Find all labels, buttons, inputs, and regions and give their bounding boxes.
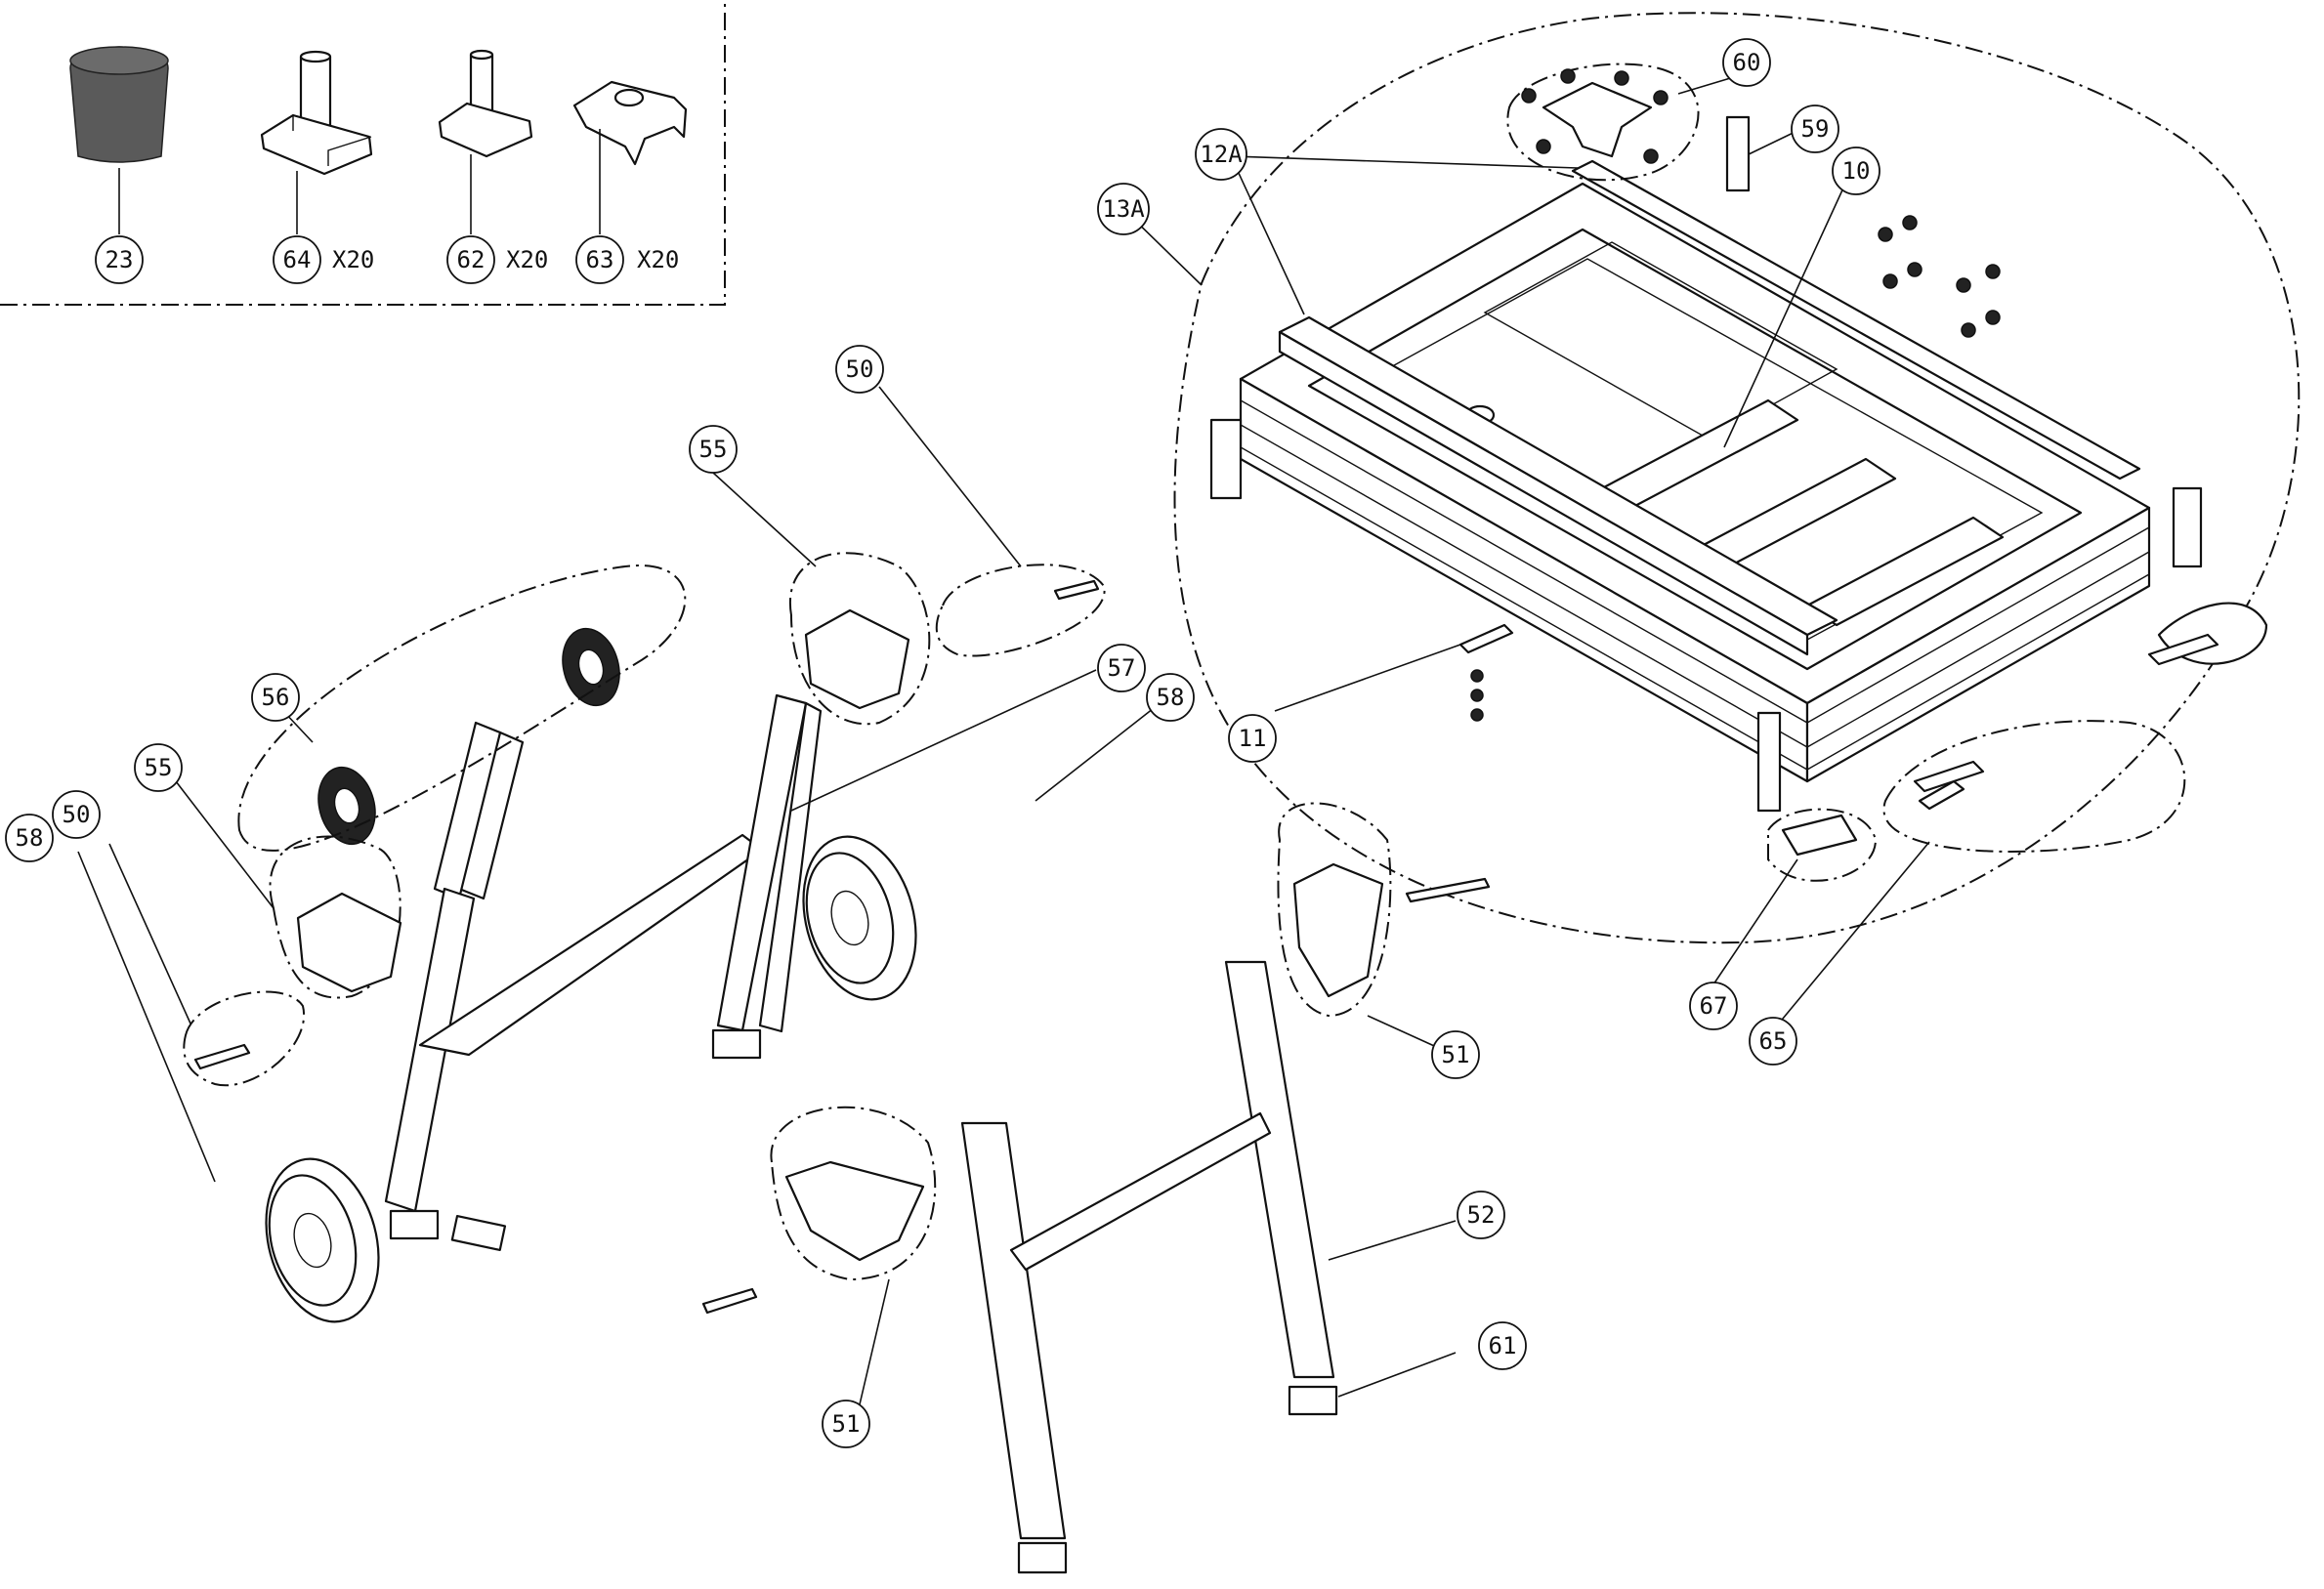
tray-frame bbox=[1209, 115, 2203, 813]
bracket-part-51-lower bbox=[770, 1106, 937, 1281]
callout-56-label: 56 bbox=[262, 684, 290, 711]
callout-51-lower: 51 bbox=[822, 1400, 870, 1448]
callout-55-lower-label: 55 bbox=[145, 754, 173, 781]
leader-lines bbox=[77, 75, 1930, 1405]
callout-65: 65 bbox=[1749, 1017, 1797, 1066]
callout-12A-label: 12A bbox=[1200, 141, 1243, 168]
callout-63: 63 X20 bbox=[575, 235, 679, 284]
callout-52-label: 52 bbox=[1467, 1201, 1496, 1229]
callout-10-label: 10 bbox=[1842, 157, 1871, 185]
callout-10: 10 bbox=[1832, 146, 1880, 195]
callout-51-lower-label: 51 bbox=[832, 1410, 861, 1438]
wheel-part-58-left bbox=[265, 1157, 380, 1323]
callout-67-label: 67 bbox=[1700, 992, 1728, 1020]
callout-60-label: 60 bbox=[1733, 49, 1761, 76]
callout-63-qty: X20 bbox=[637, 246, 679, 273]
lever-part-50-left bbox=[183, 990, 306, 1087]
bracket-part-51-upper bbox=[1277, 802, 1392, 1018]
callout-58-lower: 58 bbox=[5, 814, 54, 862]
hardware-inset-box bbox=[0, 0, 726, 306]
callout-58-upper-label: 58 bbox=[1157, 684, 1185, 711]
callout-50-upper-label: 50 bbox=[846, 355, 874, 383]
callout-55-upper: 55 bbox=[689, 425, 738, 474]
clip-nut-part-63 bbox=[572, 80, 688, 166]
callout-59-label: 59 bbox=[1801, 115, 1830, 143]
bracket-part-55-right bbox=[788, 552, 931, 726]
foot-block-part-67 bbox=[1767, 808, 1878, 882]
callout-11: 11 bbox=[1228, 714, 1277, 763]
callout-59: 59 bbox=[1791, 105, 1839, 153]
fitting-part-11 bbox=[1458, 623, 1514, 722]
callout-61-label: 61 bbox=[1489, 1332, 1517, 1359]
callout-65-label: 65 bbox=[1759, 1027, 1788, 1055]
t-slot-bolt-part-64 bbox=[260, 50, 373, 176]
screws-cluster bbox=[1878, 215, 2001, 338]
tray-assembly-group bbox=[1173, 12, 2301, 944]
callout-55-lower: 55 bbox=[134, 743, 183, 792]
callout-60: 60 bbox=[1722, 38, 1771, 87]
wheel-part-58-right bbox=[802, 835, 917, 1001]
callout-62-label: 62 bbox=[457, 246, 486, 273]
callout-12A: 12A bbox=[1195, 128, 1247, 181]
callout-64: 64 X20 bbox=[273, 235, 374, 284]
left-leg-assembly bbox=[183, 552, 1106, 1323]
bracket-part-55-left bbox=[269, 835, 402, 999]
callout-55-upper-label: 55 bbox=[699, 436, 728, 463]
callout-51-upper: 51 bbox=[1431, 1030, 1480, 1079]
callout-57: 57 bbox=[1097, 644, 1146, 692]
handle-part-65 bbox=[1882, 602, 2268, 853]
callout-11-label: 11 bbox=[1239, 725, 1267, 752]
right-leg-assembly bbox=[701, 802, 1491, 1574]
callout-62-qty: X20 bbox=[506, 246, 548, 273]
callout-64-label: 64 bbox=[283, 246, 312, 273]
callout-23-label: 23 bbox=[106, 246, 134, 273]
lever-part-50-right bbox=[935, 564, 1106, 657]
callout-62: 62 X20 bbox=[446, 235, 548, 284]
rubber-foot-part-23 bbox=[69, 46, 169, 163]
callout-58-lower-label: 58 bbox=[16, 824, 44, 852]
t-slot-bolt-part-62 bbox=[438, 49, 533, 158]
callout-56: 56 bbox=[251, 673, 300, 722]
callout-50-lower-label: 50 bbox=[63, 801, 91, 828]
callout-63-label: 63 bbox=[586, 246, 614, 273]
callout-23: 23 bbox=[95, 235, 144, 284]
callout-13A-label: 13A bbox=[1102, 195, 1145, 223]
callout-52: 52 bbox=[1457, 1191, 1505, 1239]
callout-50-lower: 50 bbox=[52, 790, 101, 839]
small-wheel-part-56 bbox=[237, 565, 687, 852]
callout-58-upper: 58 bbox=[1146, 673, 1195, 722]
callout-61: 61 bbox=[1478, 1321, 1527, 1370]
callout-67: 67 bbox=[1689, 982, 1738, 1030]
callout-51-upper-label: 51 bbox=[1442, 1041, 1470, 1068]
callout-50-upper: 50 bbox=[835, 345, 884, 394]
callout-13A: 13A bbox=[1097, 183, 1150, 235]
callout-64-qty: X20 bbox=[332, 246, 374, 273]
corner-bracket-part-60 bbox=[1506, 63, 1700, 182]
lever-part-50-lower bbox=[701, 877, 1491, 1315]
callout-57-label: 57 bbox=[1108, 654, 1136, 682]
